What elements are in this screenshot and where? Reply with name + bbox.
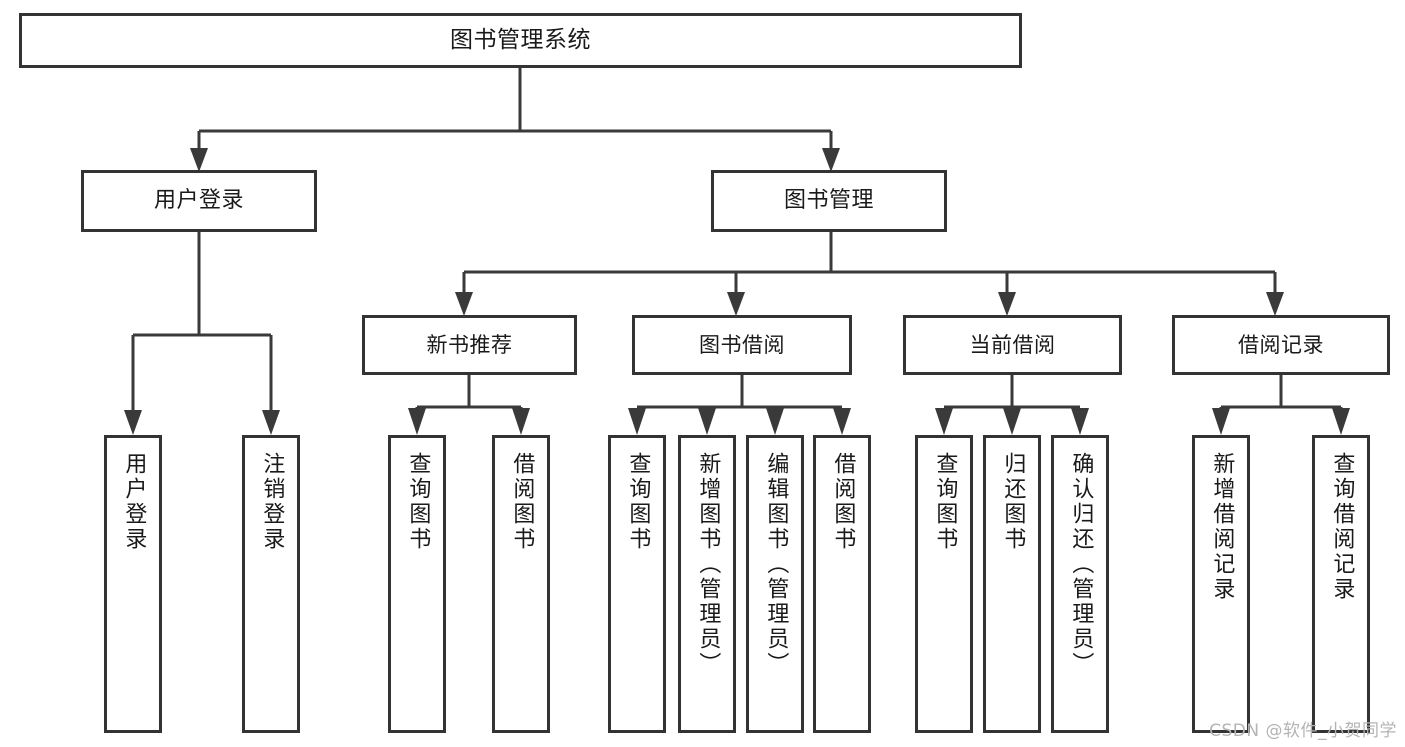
watermark-text: CSDN @软件_小贺同学 [1209, 721, 1397, 741]
node-label: 图书管理系统 [450, 27, 591, 53]
node-current-borrow[interactable]: 当前借阅 [903, 315, 1122, 375]
node-label: 借阅记录 [1238, 332, 1324, 357]
arrow-head-new-book-recommend [455, 292, 473, 316]
node-borrow-record[interactable]: 借阅记录 [1172, 315, 1390, 375]
node-leaf-logout[interactable]: 注销登录 [242, 435, 300, 733]
node-leaf-user-login[interactable]: 用户登录 [104, 435, 162, 733]
node-leaf-query-borrow-record[interactable]: 查询借阅记录 [1312, 435, 1370, 733]
node-label: 借阅图书 [509, 452, 535, 552]
node-label: 确认归还（管理员） [1068, 452, 1094, 677]
node-label: 新书推荐 [426, 332, 513, 357]
node-leaf-add-borrow-record[interactable]: 新增借阅记录 [1192, 435, 1250, 733]
node-label: 用户登录 [153, 188, 244, 213]
node-leaf-query-book-borrow[interactable]: 查询图书 [608, 435, 666, 733]
arrow-head-borrow-record-leaf-2 [1332, 408, 1350, 435]
node-leaf-add-book-admin[interactable]: 新增图书（管理员） [678, 435, 736, 733]
node-label: 借阅图书 [830, 452, 856, 552]
node-label: 注销登录 [259, 452, 285, 552]
arrow-head-book-borrow [727, 292, 745, 316]
arrow-head-new-book-leaf-2 [512, 408, 530, 435]
node-label: 查询借阅记录 [1329, 452, 1355, 602]
arrow-head-borrow-record [1266, 292, 1284, 316]
node-label: 归还图书 [1000, 452, 1026, 552]
node-book-borrow[interactable]: 图书借阅 [632, 315, 852, 375]
node-new-book-recommend[interactable]: 新书推荐 [362, 315, 577, 375]
node-leaf-query-book-recommend[interactable]: 查询图书 [388, 435, 446, 733]
node-leaf-borrow-book-recommend[interactable]: 借阅图书 [492, 435, 550, 733]
arrow-head-book-mgmt [822, 148, 840, 172]
node-label: 新增图书（管理员） [695, 452, 721, 677]
node-label: 用户登录 [121, 452, 147, 552]
arrow-head-book-borrow-leaf-3 [766, 408, 784, 435]
arrow-head-new-book-leaf-1 [408, 408, 426, 435]
node-label: 查询图书 [625, 452, 651, 552]
arrow-head-user-login-leaf-1 [124, 410, 142, 435]
arrow-head-current-borrow-leaf-3 [1071, 408, 1089, 435]
arrow-head-current-borrow-leaf-2 [1003, 408, 1021, 435]
arrow-head-borrow-record-leaf-1 [1212, 408, 1230, 435]
node-label: 查询图书 [405, 452, 431, 552]
arrow-head-current-borrow [998, 292, 1016, 316]
node-label: 查询图书 [932, 452, 958, 552]
arrow-head-current-borrow-leaf-1 [935, 408, 953, 435]
arrow-head-user-login-leaf-2 [262, 410, 280, 435]
node-label: 图书管理 [783, 188, 874, 213]
arrow-head-book-borrow-leaf-1 [628, 408, 646, 435]
node-leaf-query-book-current[interactable]: 查询图书 [915, 435, 973, 733]
node-user-login[interactable]: 用户登录 [81, 170, 317, 232]
node-leaf-borrow-book[interactable]: 借阅图书 [813, 435, 871, 733]
node-root-book-management-system[interactable]: 图书管理系统 [19, 13, 1022, 68]
node-book-management[interactable]: 图书管理 [711, 170, 947, 232]
node-label: 当前借阅 [969, 332, 1056, 357]
node-leaf-return-book[interactable]: 归还图书 [983, 435, 1041, 733]
node-leaf-confirm-return-admin[interactable]: 确认归还（管理员） [1051, 435, 1109, 733]
node-label: 新增借阅记录 [1209, 452, 1235, 602]
node-leaf-edit-book-admin[interactable]: 编辑图书（管理员） [746, 435, 804, 733]
arrow-head-user-login [190, 148, 208, 172]
arrow-head-book-borrow-leaf-4 [833, 408, 851, 435]
node-label: 编辑图书（管理员） [763, 452, 789, 677]
arrow-head-book-borrow-leaf-2 [698, 408, 716, 435]
node-label: 图书借阅 [699, 332, 785, 357]
